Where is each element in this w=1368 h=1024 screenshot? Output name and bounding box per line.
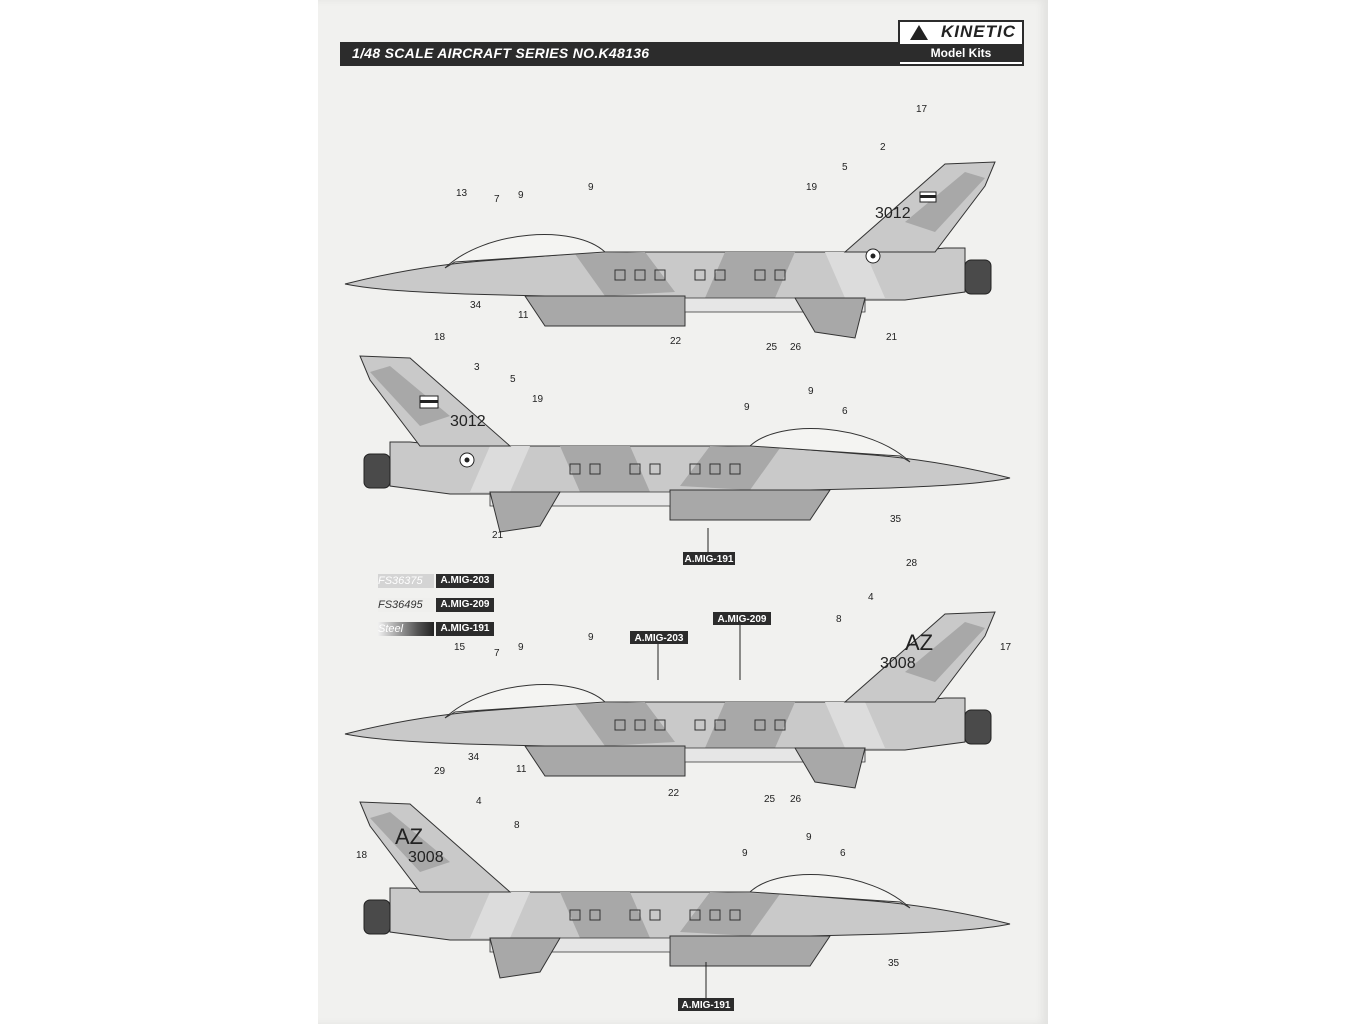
callout: 9: [518, 190, 524, 201]
callout: 19: [806, 182, 818, 193]
callout: 11: [516, 764, 527, 775]
callout: 28: [906, 558, 918, 569]
legend-paint-label: A.MIG-209: [436, 598, 494, 612]
callout: 35: [890, 514, 902, 525]
callout: 26: [790, 342, 802, 353]
aircraft-profile-1: 3012: [344, 161, 996, 339]
callout: 25: [764, 794, 776, 805]
callout: 22: [670, 336, 682, 347]
callout: 8: [514, 820, 520, 831]
serial-number: 3008: [880, 655, 916, 672]
legend-item-3: Steel A.MIG-191: [378, 622, 498, 636]
callout: 6: [842, 406, 848, 417]
legend-paint-label: A.MIG-191: [436, 622, 494, 636]
aircraft-profile-2: [359, 355, 1011, 533]
callout: 9: [742, 848, 748, 859]
callouts-view-2: 18 3 5 19 9 9 6 35 21: [434, 332, 902, 541]
paint-tag: A.MIG-191: [683, 528, 735, 565]
callout: 13: [456, 188, 468, 199]
callout: 7: [494, 194, 500, 205]
callout: 5: [842, 162, 848, 173]
callout: 35: [888, 958, 900, 969]
callout: 19: [532, 394, 544, 405]
callout: 4: [868, 592, 874, 603]
legend-swatch: FS36495: [378, 598, 434, 612]
callout: 5: [510, 374, 516, 385]
brand-name: KINETIC: [941, 22, 1016, 41]
callout: 21: [492, 530, 504, 541]
callout: 34: [470, 300, 482, 311]
legend-swatch: FS36375: [378, 574, 434, 588]
callout: 18: [434, 332, 446, 343]
callout: 8: [836, 614, 842, 625]
paint-tag: A.MIG-191: [678, 962, 734, 1011]
paint-tag-label: A.MIG-191: [685, 554, 734, 565]
aircraft-profile-4: [359, 801, 1011, 979]
callout: 18: [356, 850, 368, 861]
brand-logo: KINETIC Model Kits: [898, 20, 1024, 66]
brand-subtitle: Model Kits: [900, 44, 1022, 62]
serial-number: 3008: [408, 849, 444, 866]
paint-tag: A.MIG-203: [630, 631, 688, 680]
callout: 9: [588, 182, 594, 193]
callout: 9: [808, 386, 814, 397]
callout: 15: [454, 642, 466, 653]
callout: 26: [790, 794, 802, 805]
callout: 21: [886, 332, 898, 343]
paint-tag: A.MIG-209: [713, 612, 771, 680]
squadron-code: AZ: [395, 824, 423, 849]
callout: 22: [668, 788, 680, 799]
callouts-view-1: 17 2 5 19 9 13 7 9 34 11 22 25 26 21: [456, 104, 928, 353]
logo-k-icon: [910, 25, 928, 40]
callout: 3: [474, 362, 480, 373]
callout: 7: [494, 648, 500, 659]
legend-item-1: FS36375 A.MIG-203: [378, 574, 498, 588]
paint-tag-label: A.MIG-191: [682, 1000, 731, 1011]
callout: 17: [1000, 642, 1012, 653]
legend-item-2: FS36495 A.MIG-209: [378, 598, 498, 612]
callout: 9: [806, 832, 812, 843]
callout: 6: [840, 848, 846, 859]
callout: 11: [518, 310, 529, 321]
callout: 9: [518, 642, 524, 653]
callout: 17: [916, 104, 928, 115]
paint-tag-label: A.MIG-209: [718, 614, 767, 625]
callout: 25: [766, 342, 778, 353]
legend-swatch: Steel: [378, 622, 434, 636]
serial-number: 3012: [875, 205, 911, 222]
callout: 2: [880, 142, 886, 153]
legend-paint-label: A.MIG-203: [436, 574, 494, 588]
callout: 29: [434, 766, 446, 777]
callout: 4: [476, 796, 482, 807]
callouts-view-3: 28 4 8 17 15 7 9 9 34 11 22 25 26: [454, 558, 1012, 805]
callout: 9: [744, 402, 750, 413]
sheet-title: 1/48 SCALE AIRCRAFT SERIES NO.K48136: [352, 45, 650, 61]
callout: 34: [468, 752, 480, 763]
paint-tag-label: A.MIG-203: [635, 633, 684, 644]
callouts-view-4: 29 4 8 18 9 9 6 35: [356, 766, 900, 969]
callout: 9: [588, 632, 594, 643]
squadron-code: AZ: [905, 630, 933, 655]
serial-number: 3012: [450, 413, 486, 430]
